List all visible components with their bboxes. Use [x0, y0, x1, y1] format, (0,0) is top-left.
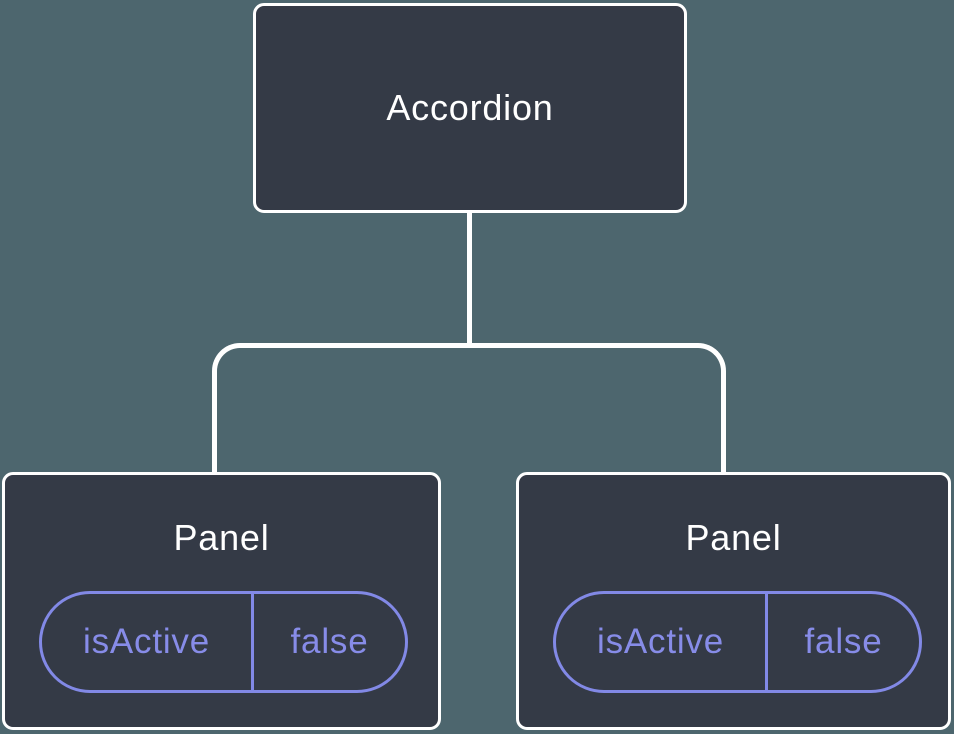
panel-node-label: Panel [685, 517, 782, 558]
tree-node-panel-right: Panel isActive false [516, 472, 951, 730]
accordion-node-label: Accordion [386, 87, 554, 128]
state-pill: isActive false [39, 591, 408, 693]
tree-node-panel-left: Panel isActive false [2, 472, 441, 730]
state-value: false [804, 622, 883, 661]
connector-stem [467, 211, 472, 346]
tree-node-accordion: Accordion [253, 3, 687, 213]
connector-branch [212, 343, 726, 472]
state-value: false [290, 622, 369, 661]
state-name: isActive [42, 594, 254, 690]
state-pill: isActive false [553, 591, 922, 693]
state-name: isActive [556, 594, 768, 690]
panel-node-label: Panel [173, 517, 270, 558]
